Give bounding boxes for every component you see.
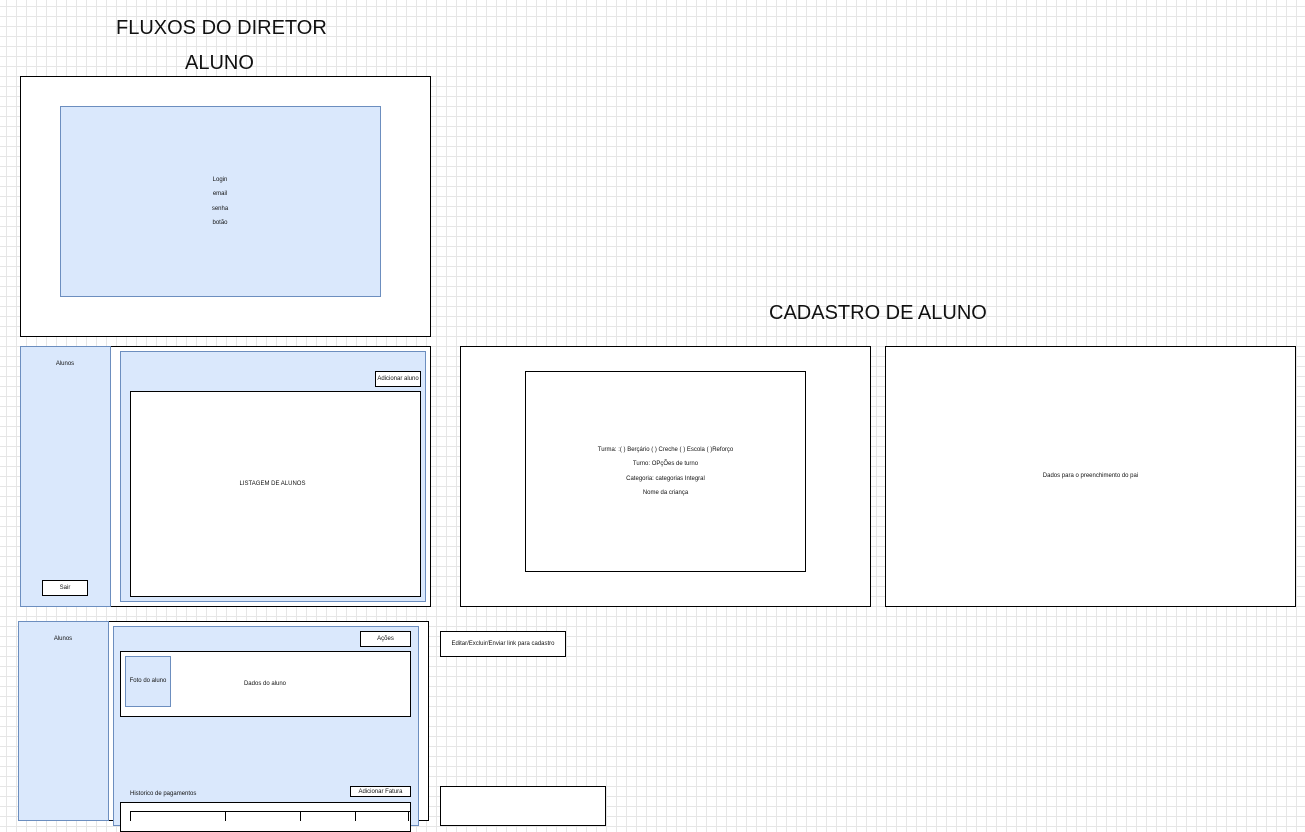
email-label: email (212, 191, 228, 197)
actions-note: Editar/Excluir/Enviar link para cadastro (440, 631, 566, 657)
section-title-cadastro: CADASTRO DE ALUNO (769, 302, 987, 324)
student-list-area (130, 391, 421, 597)
login-label: Login (212, 177, 228, 183)
actions-button[interactable]: Ações (360, 631, 411, 647)
page-title: FLUXOS DO DIRETOR (116, 17, 327, 39)
student-photo-label: Foto do aluno (129, 678, 167, 684)
section-title-aluno: ALUNO (185, 52, 254, 74)
detail-sidebar (18, 621, 109, 821)
sidebar-item-alunos-detail[interactable]: Alunos (53, 636, 73, 642)
payment-history-label: Historico de pagamentos (130, 791, 197, 797)
listing-sidebar (20, 346, 111, 607)
cadastro-child-form (525, 371, 806, 572)
student-list-label: LISTAGEM DE ALUNOS (239, 481, 306, 487)
nome-crianca-field: Nome da criança (642, 490, 689, 496)
categoria-field: Categoria: categorias Integral (626, 476, 705, 482)
student-data-label: Dados do aluno (243, 681, 287, 687)
turma-field: Turma: :( ) Berçário ( ) Creche ( ) Esco… (597, 447, 734, 453)
botao-label: botão (212, 220, 228, 226)
table-col-divider (225, 811, 226, 821)
add-student-button[interactable]: Adicionar aluno (375, 371, 421, 387)
payment-history-table (120, 802, 411, 832)
sidebar-item-alunos[interactable]: Alunos (55, 361, 75, 367)
senha-label: senha (211, 206, 229, 212)
logout-button[interactable]: Sair (42, 580, 88, 596)
partial-screen-frame (440, 786, 606, 826)
student-photo (125, 656, 171, 707)
table-col-divider (355, 811, 356, 821)
login-panel (60, 106, 381, 297)
add-invoice-button[interactable]: Adicionar Fatura (350, 786, 411, 797)
table-col-divider (300, 811, 301, 821)
table-col-divider (408, 811, 409, 821)
table-col-divider (130, 811, 131, 821)
table-header-row (130, 811, 410, 812)
cadastro-parent-frame (885, 346, 1296, 607)
parent-data-label: Dados para o preenchimento do pai (1042, 473, 1139, 479)
turno-field: Turno: OPçÕes de turno (632, 461, 699, 467)
